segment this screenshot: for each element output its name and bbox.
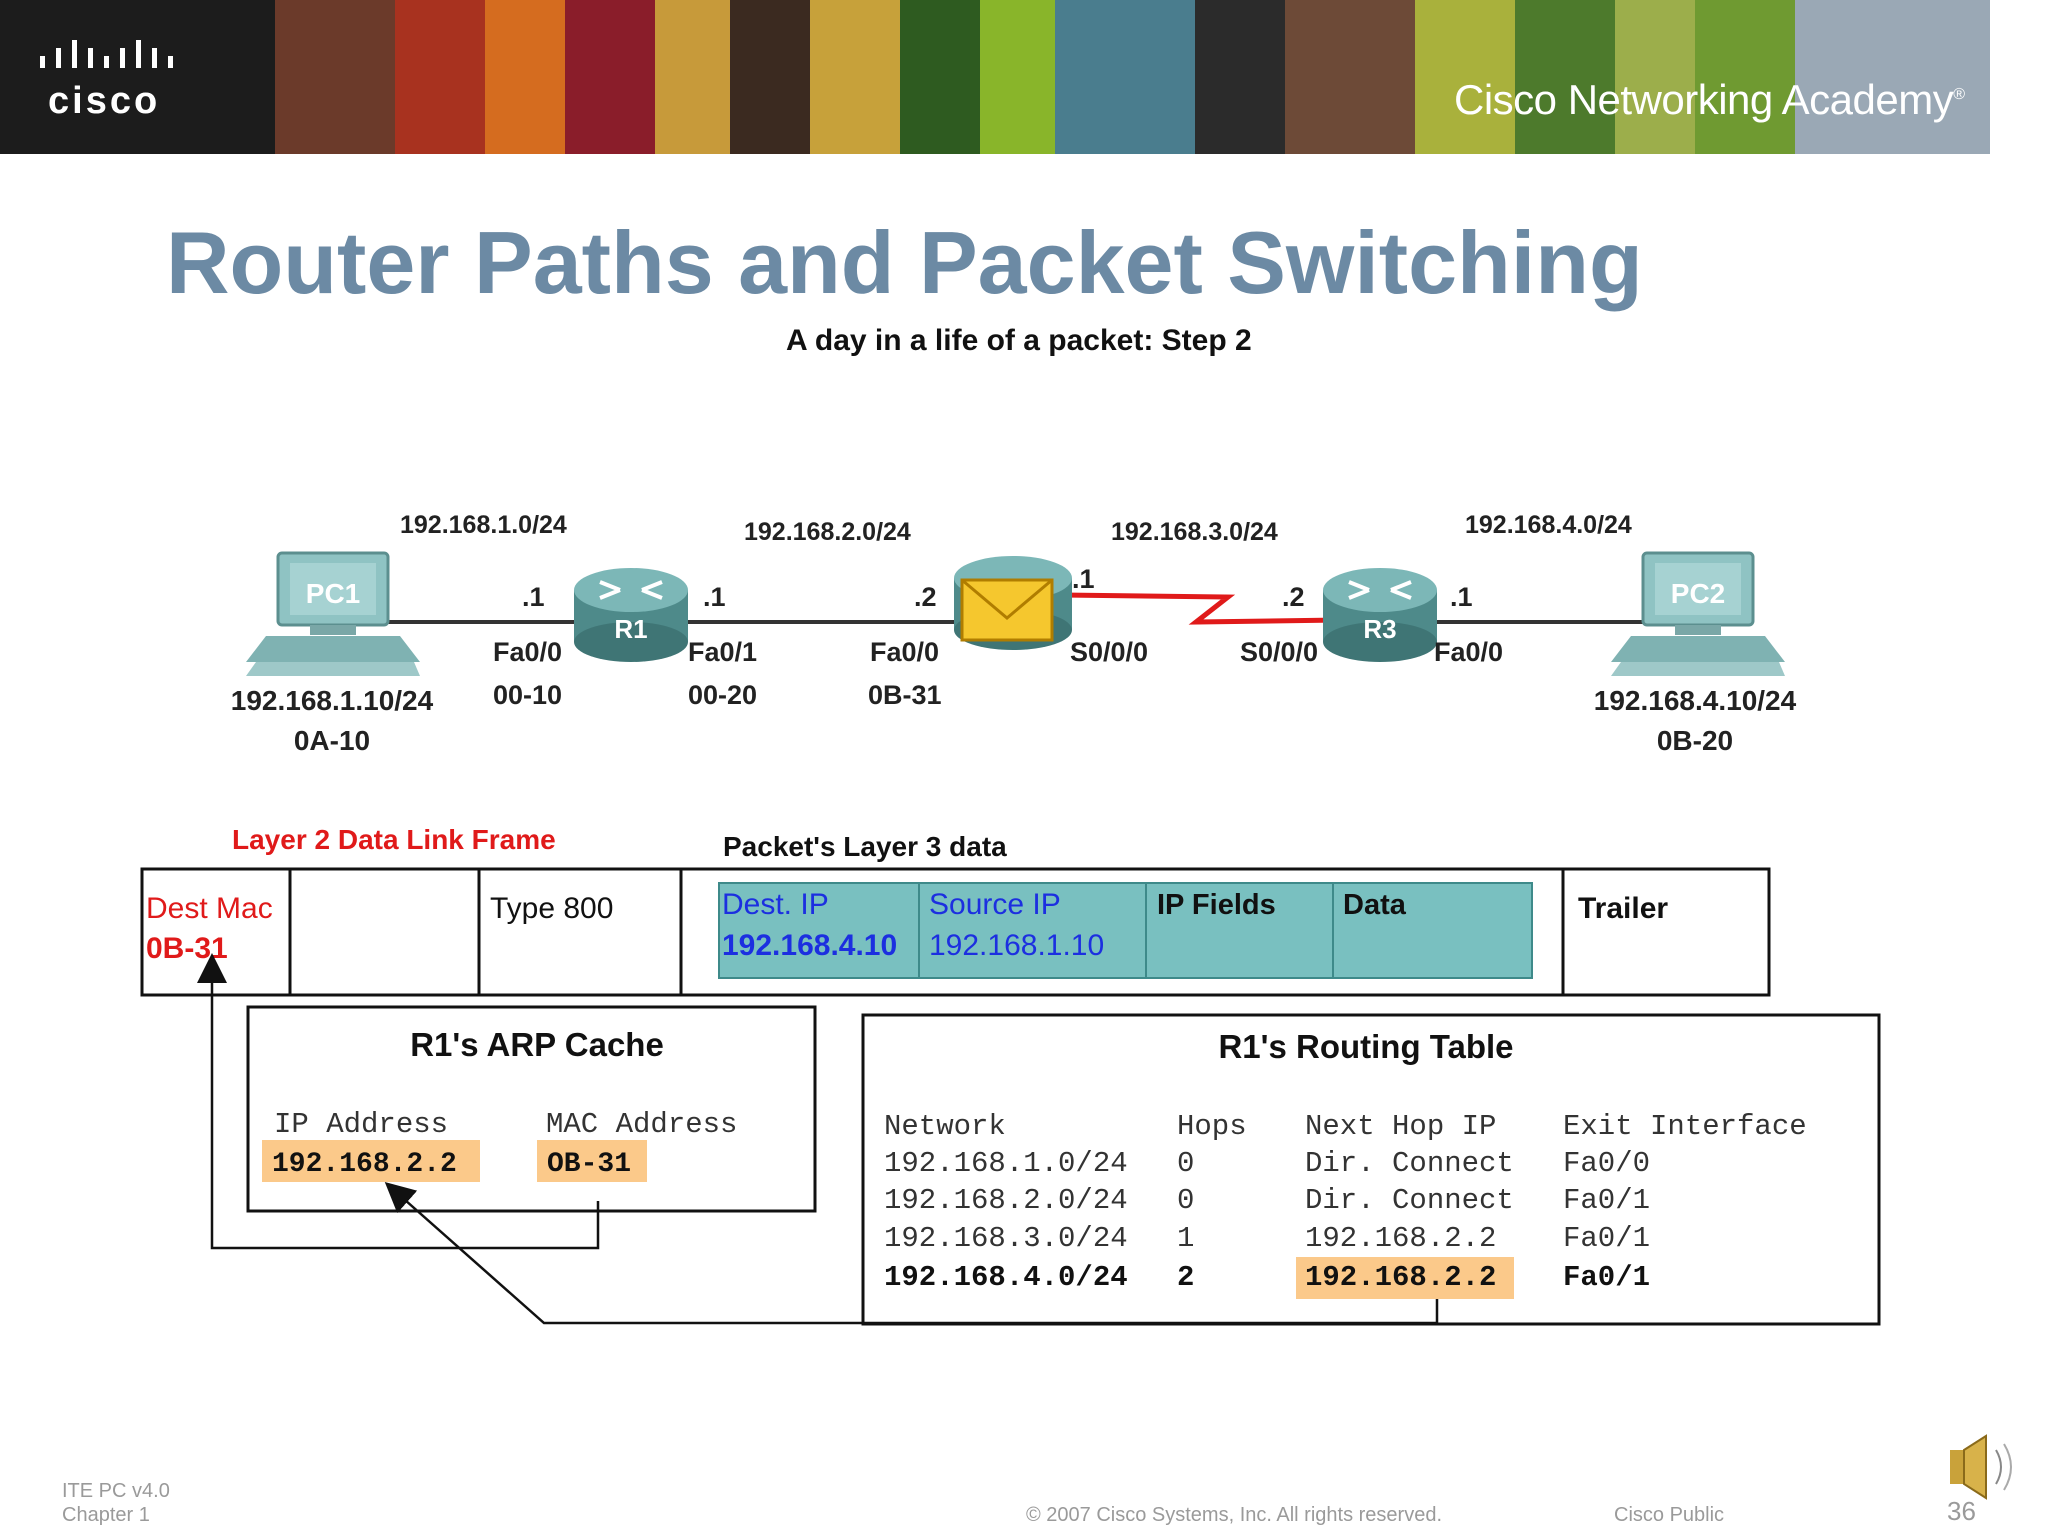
row1-next-hop: Dir. Connect (1305, 1147, 1514, 1180)
layer3-data-label: Packet's Layer 3 data (723, 831, 1007, 862)
dest-mac-value: 0B-31 (146, 932, 228, 965)
row3-hops: 1 (1177, 1222, 1194, 1255)
source-ip-value: 192.168.1.10 (929, 929, 1104, 962)
r3-s000-host: .2 (1282, 582, 1305, 612)
routing-table-row: 192.168.2.0/24 0 Dir. Connect Fa0/1 (884, 1184, 1650, 1217)
routing-table-title: R1's Routing Table (1218, 1028, 1513, 1065)
next-hop-highlight (1296, 1257, 1514, 1299)
dest-ip-value: 192.168.4.10 (722, 929, 897, 962)
arp-cache-title: R1's ARP Cache (410, 1026, 664, 1063)
r2-fa00-interface: Fa0/0 (870, 637, 939, 667)
routing-header-network: Network (884, 1110, 1006, 1143)
r2-s000-interface: S0/0/0 (1070, 637, 1148, 667)
arp-mac-value: OB-31 (547, 1149, 631, 1180)
pc2-ip: 192.168.4.10/24 (1594, 685, 1797, 716)
data-label: Data (1343, 889, 1407, 921)
row4-hops: 2 (1177, 1261, 1194, 1294)
row4-exit: Fa0/1 (1563, 1261, 1650, 1294)
trailer-label: Trailer (1578, 892, 1668, 925)
frame-type: Type 800 (490, 892, 613, 925)
routing-header-next-hop: Next Hop IP (1305, 1110, 1496, 1143)
arp-mac-highlight (537, 1140, 647, 1182)
ip-packet (718, 882, 1533, 979)
cisco-bridge-icon (40, 40, 173, 68)
row2-hops: 0 (1177, 1184, 1194, 1217)
row3-exit: Fa0/1 (1563, 1222, 1650, 1255)
arrow-nexthop-to-arp (384, 1182, 1439, 1325)
row2-network: 192.168.2.0/24 (884, 1184, 1128, 1217)
network-label-2: 192.168.2.0/24 (744, 518, 911, 546)
academy-name: Cisco Networking Academy® (1454, 76, 1965, 124)
r3-label: R3 (1363, 614, 1396, 644)
routing-table-row: 192.168.4.0/24 2 192.168.2.2 Fa0/1 (884, 1261, 1650, 1294)
arp-ip-value: 192.168.2.2 (272, 1149, 457, 1180)
slide-subtitle: A day in a life of a packet: Step 2 (786, 324, 1252, 357)
page-number: 36 (1947, 1496, 1976, 1526)
envelope-icon (960, 578, 1054, 642)
dest-mac-label: Dest Mac (146, 892, 273, 925)
routing-table-row: 192.168.1.0/24 0 Dir. Connect Fa0/0 (884, 1147, 1650, 1180)
routing-header-exit: Exit Interface (1563, 1110, 1807, 1143)
pc2-label: PC2 (1671, 578, 1725, 609)
r1-fa01-host: .1 (703, 582, 726, 612)
routing-header-hops: Hops (1177, 1110, 1247, 1143)
academy-name-text: Cisco Networking Academy (1454, 76, 1954, 123)
pc1-icon: PC1 (246, 551, 420, 676)
footer-classification: Cisco Public (1614, 1504, 1725, 1526)
pc2-icon: PC2 (1611, 551, 1785, 676)
arp-ip-highlight (262, 1140, 480, 1182)
footer-course: ITE PC v4.0 (62, 1480, 170, 1502)
router-r3-icon: R3 (1323, 568, 1437, 662)
arrow-arp-to-dest-mac (197, 953, 600, 1250)
r1-label: R1 (614, 614, 647, 644)
row1-exit: Fa0/0 (1563, 1147, 1650, 1180)
academy-mark: ® (1953, 86, 1965, 103)
r2-fa00-host: .2 (914, 582, 937, 612)
network-label-1: 192.168.1.0/24 (400, 511, 567, 539)
r2-fa00-mac: 0B-31 (868, 680, 942, 710)
banner-photo-strip (0, 0, 2048, 154)
row2-exit: Fa0/1 (1563, 1184, 1650, 1217)
row3-next-hop: 192.168.2.2 (1305, 1222, 1496, 1255)
routing-table-headers: Network Hops Next Hop IP Exit Interface (884, 1110, 1807, 1143)
source-ip-label: Source IP (929, 888, 1061, 921)
network-label-4: 192.168.4.0/24 (1465, 511, 1632, 539)
pc1-label: PC1 (306, 578, 360, 609)
page-title: Router Paths and Packet Switching (166, 213, 1643, 312)
network-label-3: 192.168.3.0/24 (1111, 518, 1278, 546)
r2-s000-host: .1 (1072, 564, 1095, 594)
r1-fa00-host: .1 (522, 582, 545, 612)
header-banner: cisco Cisco Networking Academy® (0, 0, 2048, 154)
layer2-frame-label: Layer 2 Data Link Frame (232, 824, 556, 855)
row4-next-hop: 192.168.2.2 (1305, 1261, 1496, 1294)
router-r1-icon: R1 (574, 568, 688, 662)
r1-fa01-interface: Fa0/1 (688, 637, 757, 667)
serial-link-r2-r3 (1061, 592, 1341, 625)
pc2-mac: 0B-20 (1657, 725, 1733, 756)
routing-table-row: 192.168.3.0/24 1 192.168.2.2 Fa0/1 (884, 1222, 1650, 1255)
row3-network: 192.168.3.0/24 (884, 1222, 1128, 1255)
ip-fields-label: IP Fields (1157, 889, 1276, 921)
row1-hops: 0 (1177, 1147, 1194, 1180)
arp-col-ip: IP Address (274, 1108, 448, 1141)
r1-fa01-mac: 00-20 (688, 680, 757, 710)
r3-fa00-host: .1 (1450, 582, 1473, 612)
r3-s000-interface: S0/0/0 (1240, 637, 1318, 667)
dest-ip-label: Dest. IP (722, 888, 829, 921)
row4-network: 192.168.4.0/24 (884, 1261, 1128, 1294)
r3-fa00-interface: Fa0/0 (1434, 637, 1503, 667)
row2-next-hop: Dir. Connect (1305, 1184, 1514, 1217)
cisco-logo: cisco (48, 80, 161, 122)
row1-network: 192.168.1.0/24 (884, 1147, 1128, 1180)
r1-fa00-mac: 00-10 (493, 680, 562, 710)
footer-chapter: Chapter 1 (62, 1504, 150, 1526)
footer-copyright: © 2007 Cisco Systems, Inc. All rights re… (1026, 1504, 1443, 1526)
arp-col-mac: MAC Address (546, 1108, 737, 1141)
r1-fa00-interface: Fa0/0 (493, 637, 562, 667)
pc1-ip: 192.168.1.10/24 (231, 685, 434, 716)
pc1-mac: 0A-10 (294, 725, 370, 756)
speaker-icon (1950, 1434, 2012, 1500)
